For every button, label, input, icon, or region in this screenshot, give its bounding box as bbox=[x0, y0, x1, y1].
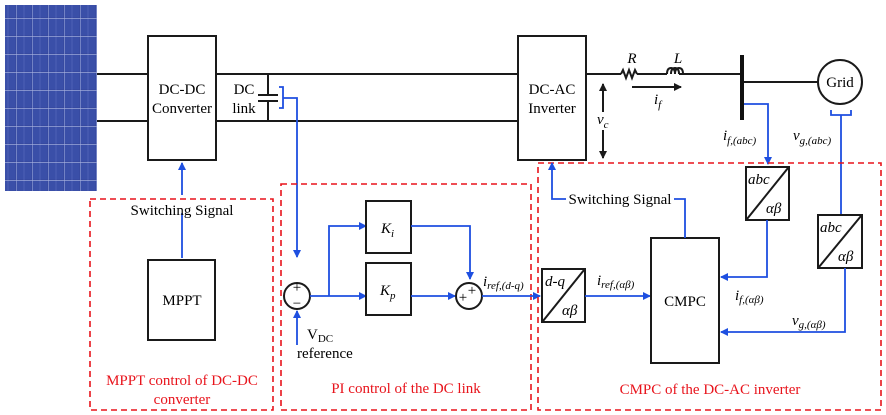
vg-ab-label: vg,(αβ) bbox=[792, 313, 826, 331]
vdc-ref-label: reference bbox=[297, 346, 353, 362]
if-sensor-line bbox=[744, 103, 772, 165]
dcdc-label-2: Converter bbox=[152, 101, 212, 117]
cmpc-switching-line-left bbox=[548, 162, 566, 200]
iref-ab-label: iref,(αβ) bbox=[597, 273, 635, 291]
cmpc-switching-line-right bbox=[674, 198, 686, 238]
dcac-inverter-block[interactable]: DC-AC Inverter bbox=[517, 35, 587, 161]
vc-label: vc bbox=[597, 112, 609, 131]
dc-link-capacitor: DC link bbox=[232, 74, 278, 121]
ki-out-line bbox=[411, 225, 474, 280]
pi-region-label: PI control of the DC link bbox=[331, 381, 481, 397]
if-ab-line bbox=[720, 220, 768, 281]
solar-panel-icon bbox=[5, 5, 97, 191]
abc-to-alphabeta-voltage-block[interactable]: abc αβ bbox=[817, 214, 863, 269]
svg-text:abc: abc bbox=[820, 220, 842, 236]
vdc-feedback-line bbox=[279, 86, 297, 257]
l-label: L bbox=[673, 51, 682, 67]
dc-bus bbox=[97, 73, 518, 122]
cmpc-block[interactable]: CMPC bbox=[650, 237, 720, 364]
vg-ab-line bbox=[720, 268, 846, 336]
mppt-region-label-1: MPPT control of DC-DC bbox=[106, 373, 258, 389]
dcac-label-1: DC-AC bbox=[529, 82, 576, 98]
mppt-block[interactable]: MPPT bbox=[147, 259, 216, 341]
cmpc-region-label: CMPC of the DC-AC inverter bbox=[620, 382, 801, 398]
dclink-label-2: link bbox=[232, 101, 256, 117]
kp-block[interactable]: Kp bbox=[365, 262, 412, 316]
dcdc-label-1: DC-DC bbox=[159, 82, 206, 98]
svg-text:+: + bbox=[468, 283, 476, 299]
ac-filter: R L bbox=[586, 51, 818, 120]
iref-dq-label: iref,(d-q) bbox=[483, 274, 524, 292]
grid-source[interactable]: Grid bbox=[817, 59, 863, 105]
error-summing-junction: + − bbox=[283, 280, 311, 312]
svg-text:−: − bbox=[293, 296, 301, 312]
vdc-label: VDC bbox=[307, 327, 333, 345]
svg-text:αβ: αβ bbox=[766, 201, 782, 217]
svg-text:abc: abc bbox=[748, 172, 770, 188]
if-label: if bbox=[654, 92, 663, 111]
mppt-switching-signal-label: Switching Signal bbox=[131, 203, 234, 219]
mppt-label: MPPT bbox=[162, 293, 201, 309]
vg-abc-label: vg,(abc) bbox=[793, 128, 831, 147]
cmpc-label: CMPC bbox=[664, 294, 706, 310]
svg-text:d-q: d-q bbox=[545, 274, 565, 290]
cmpc-region bbox=[537, 162, 882, 411]
ki-label: Ki bbox=[380, 221, 394, 240]
abc-to-alphabeta-current-block[interactable]: abc αβ bbox=[745, 166, 790, 221]
ki-block[interactable]: Ki bbox=[365, 200, 412, 254]
dcdc-converter-block[interactable]: DC-DC Converter bbox=[147, 35, 217, 161]
svg-text:+: + bbox=[459, 290, 467, 306]
cmpc-switching-signal-label: Switching Signal bbox=[569, 192, 672, 208]
pi-region bbox=[280, 183, 532, 411]
grid-label: Grid bbox=[826, 75, 854, 91]
vg-sensor-line bbox=[830, 110, 852, 225]
svg-text:αβ: αβ bbox=[838, 249, 854, 265]
svg-text:+: + bbox=[293, 280, 301, 296]
kp-label: Kp bbox=[379, 283, 396, 302]
pi-summing-junction: + + bbox=[455, 282, 483, 310]
if-ab-label: if,(αβ) bbox=[735, 288, 764, 306]
mppt-region bbox=[89, 198, 274, 411]
dcac-label-2: Inverter bbox=[528, 101, 575, 117]
svg-text:αβ: αβ bbox=[562, 303, 578, 319]
error-to-ki-line bbox=[328, 222, 367, 296]
r-label: R bbox=[626, 51, 636, 67]
dclink-label-1: DC bbox=[234, 82, 255, 98]
mppt-region-label-2: converter bbox=[154, 392, 211, 408]
dq-to-alphabeta-block[interactable]: d-q αβ bbox=[541, 268, 586, 323]
if-abc-label: if,(abc) bbox=[723, 128, 757, 147]
